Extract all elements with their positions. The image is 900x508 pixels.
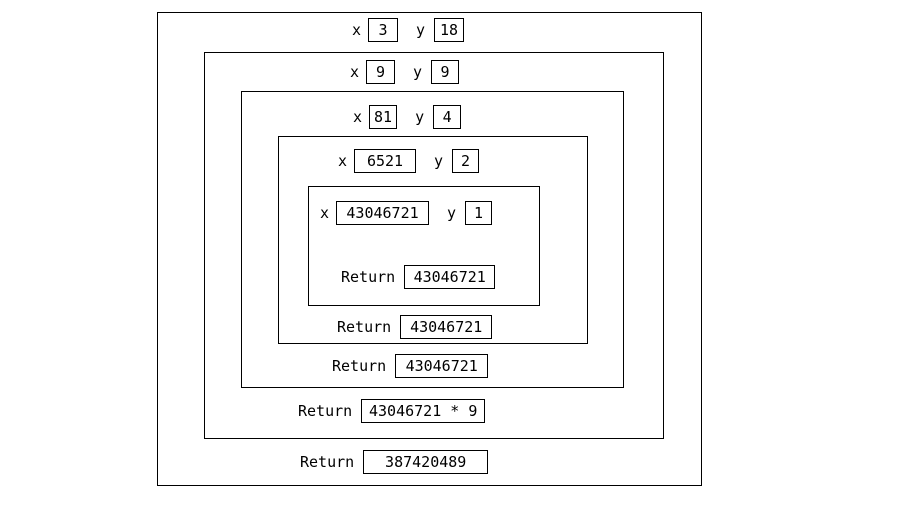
call-frame-5: x 43046721 y 1 Return 43046721 — [308, 186, 540, 306]
return-label: Return — [332, 357, 387, 375]
call-frame-1: x 3 y 18 x 9 y 9 x 81 y 4 — [157, 12, 702, 486]
return-row-5: Return 43046721 — [341, 265, 496, 289]
return-row-3: Return 43046721 — [332, 354, 489, 378]
x-label: x — [352, 21, 362, 39]
y-value-box: 18 — [434, 18, 465, 42]
args-row-2: x 9 y 9 — [350, 60, 460, 84]
return-value-box: 43046721 — [395, 354, 489, 378]
x-value-box: 3 — [368, 18, 399, 42]
y-value-box: 1 — [465, 201, 493, 225]
return-value-box: 387420489 — [363, 450, 489, 474]
x-label: x — [350, 63, 360, 81]
return-label: Return — [341, 268, 396, 286]
y-label: y — [447, 204, 457, 222]
call-frame-4: x 6521 y 2 x 43046721 y 1 — [278, 136, 588, 344]
return-label: Return — [337, 318, 392, 336]
return-value-box: 43046721 * 9 — [361, 399, 486, 423]
x-value-box: 6521 — [354, 149, 417, 173]
y-value-box: 2 — [452, 149, 480, 173]
x-value-box: 81 — [369, 105, 398, 129]
return-label: Return — [298, 402, 353, 420]
x-label: x — [320, 204, 330, 222]
x-value-box: 43046721 — [336, 201, 430, 225]
y-label: y — [416, 21, 426, 39]
call-frame-3: x 81 y 4 x 6521 y 2 — [241, 91, 624, 388]
return-row-2: Return 43046721 * 9 — [298, 399, 486, 423]
x-value-box: 9 — [366, 60, 396, 84]
y-value-box: 9 — [431, 60, 460, 84]
call-frame-2: x 9 y 9 x 81 y 4 x 6521 y — [204, 52, 664, 439]
y-label: y — [434, 152, 444, 170]
return-row-1: Return 387420489 — [300, 450, 489, 474]
y-label: y — [413, 63, 423, 81]
args-row-5: x 43046721 y 1 — [320, 201, 493, 225]
args-row-3: x 81 y 4 — [353, 105, 462, 129]
y-label: y — [415, 108, 425, 126]
x-label: x — [338, 152, 348, 170]
y-value-box: 4 — [433, 105, 462, 129]
return-value-box: 43046721 — [400, 315, 493, 339]
return-value-box: 43046721 — [404, 265, 496, 289]
args-row-1: x 3 y 18 — [352, 18, 465, 42]
args-row-4: x 6521 y 2 — [338, 149, 480, 173]
x-label: x — [353, 108, 363, 126]
return-row-4: Return 43046721 — [337, 315, 493, 339]
return-label: Return — [300, 453, 355, 471]
